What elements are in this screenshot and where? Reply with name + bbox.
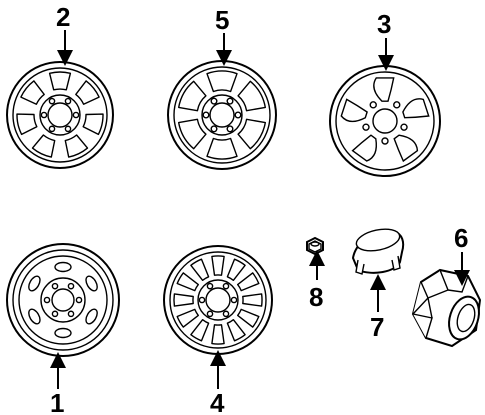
lug-hole <box>67 282 75 290</box>
wheel-slot <box>190 258 210 281</box>
wheel-part-5 <box>167 60 277 170</box>
wheel-slot <box>16 113 38 136</box>
wheel-slot <box>31 134 56 158</box>
wheel-slot <box>176 308 199 328</box>
lug-hole <box>72 111 80 119</box>
wheel-slot <box>242 293 263 307</box>
lug-hole <box>210 97 218 105</box>
lug-hole <box>64 125 72 133</box>
lug-hole <box>48 125 56 133</box>
callout-5: 5 <box>215 5 229 35</box>
lug-hole <box>230 296 238 304</box>
lug-hole <box>226 97 234 105</box>
lug-hole <box>393 101 401 109</box>
lug-hole <box>43 296 51 304</box>
callout-2: 2 <box>56 2 70 32</box>
lug-hole <box>222 310 230 318</box>
lug-hole <box>40 111 48 119</box>
callout-labels: 2 5 3 1 4 8 7 6 <box>50 2 468 415</box>
wheel-part-1 <box>6 243 120 357</box>
lug-hole <box>206 310 214 318</box>
lug-hole <box>400 123 408 131</box>
lug-hole <box>381 137 389 145</box>
wheel-slot <box>237 308 260 328</box>
callout-8: 8 <box>309 282 323 312</box>
wheel-slot <box>190 319 210 342</box>
wheel-slot <box>20 80 45 105</box>
lug-hole <box>234 111 242 119</box>
lug-hole <box>210 125 218 133</box>
wheel-part-4 <box>163 245 273 355</box>
wheel-slot <box>211 324 225 345</box>
wheel-slot <box>226 319 246 342</box>
wheel-slot <box>237 80 266 112</box>
lug-hole <box>48 97 56 105</box>
lug-hole <box>198 296 206 304</box>
wheel-part-2 <box>6 61 114 169</box>
wheel-vent <box>54 327 72 339</box>
wheel-slot <box>178 118 207 150</box>
center-cap-part-7 <box>351 228 405 275</box>
wheel-vent <box>54 261 72 273</box>
lug-hole <box>369 101 377 109</box>
lug-hole <box>51 310 59 318</box>
lug-hole <box>362 123 370 131</box>
wheel-vent <box>28 275 41 292</box>
lug-hole <box>75 296 83 304</box>
wheel-slot <box>351 134 377 162</box>
hub-cap-part-6 <box>411 268 482 348</box>
wheel-slot <box>178 80 207 112</box>
lug-hole <box>64 97 72 105</box>
wheel-vent <box>85 308 98 325</box>
lug-hole <box>67 310 75 318</box>
wheel-slot <box>226 258 246 281</box>
callout-3: 3 <box>377 9 391 39</box>
wheel-slot <box>64 134 89 158</box>
callout-7: 7 <box>370 312 384 342</box>
wheel-slot <box>340 98 368 123</box>
leader-lines <box>50 30 470 389</box>
lug-hole <box>206 282 214 290</box>
wheel-vent <box>28 308 41 325</box>
wheel-slot <box>206 70 238 93</box>
lug-hole <box>222 282 230 290</box>
callout-6: 6 <box>454 223 468 253</box>
wheel-slot <box>173 293 194 307</box>
wheel-slot <box>393 134 419 163</box>
lug-hole <box>202 111 210 119</box>
wheel-slot <box>75 80 100 105</box>
wheel-slot <box>206 137 238 160</box>
wheel-vent <box>85 275 98 292</box>
lug-nut-part-8 <box>306 236 324 256</box>
wheel-slot <box>211 255 225 276</box>
wheel-slot <box>373 77 395 102</box>
callout-1: 1 <box>50 388 64 415</box>
wheel-slot <box>402 98 430 119</box>
wheel-slot <box>82 113 104 136</box>
wheel-slot <box>48 71 72 91</box>
wheel-part-3 <box>329 65 441 177</box>
lug-hole <box>51 282 59 290</box>
wheel-slot <box>237 272 260 292</box>
wheel-slot <box>176 272 199 292</box>
callout-4: 4 <box>210 388 225 415</box>
lug-hole <box>226 125 234 133</box>
wheel-slot <box>237 118 266 150</box>
